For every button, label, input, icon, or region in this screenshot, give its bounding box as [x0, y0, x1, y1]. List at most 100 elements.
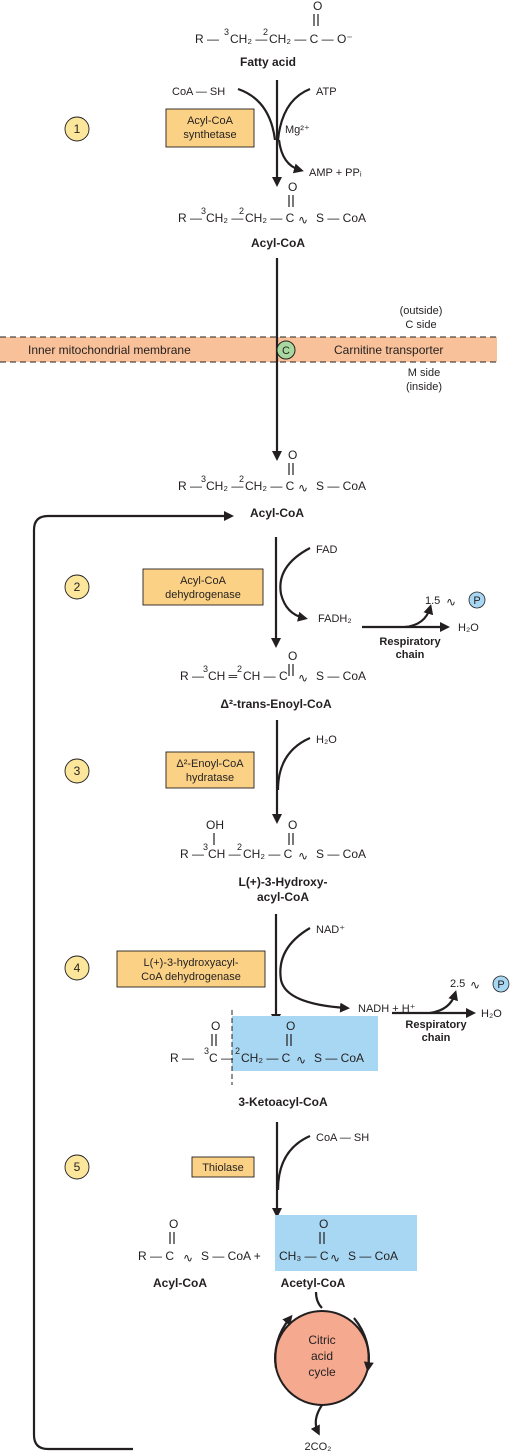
fad-curve-arrow — [279, 547, 311, 622]
svg-text:O: O — [288, 448, 297, 462]
svg-text:S — CoA: S — CoA — [314, 1051, 364, 1065]
svg-text:CH₂ —: CH₂ — — [206, 211, 243, 225]
acetyl-portion-highlight-1 — [232, 1016, 378, 1071]
step-3-badge — [64, 758, 90, 784]
final-acyl-coa-label: Acyl-CoA — [153, 1276, 207, 1290]
svg-text:CoA dehydrogenase: CoA dehydrogenase — [141, 971, 241, 983]
acyl-coa-formula-2: O R — 3 CH₂ — 2 CH₂ — C ∿ S — CoA — [178, 448, 366, 495]
svg-text:CH₂ — C — O⁻: CH₂ — C — O⁻ — [269, 32, 353, 46]
step-4-badge — [64, 955, 90, 981]
svg-text:OH: OH — [206, 818, 224, 832]
svg-text:S — CoA +: S — CoA + — [201, 1249, 261, 1263]
coash-curve — [237, 87, 277, 141]
h2o-input: H₂O — [316, 734, 337, 746]
svg-text:2: 2 — [235, 1046, 240, 1056]
svg-text:3: 3 — [201, 206, 206, 216]
step-2-badge — [64, 574, 90, 600]
svg-text:3: 3 — [203, 664, 208, 674]
nad-input: NAD⁺ — [316, 924, 345, 936]
cycle-arrow-left — [274, 1314, 293, 1369]
step-4-number: 4 — [74, 961, 81, 975]
svg-text:R —: R — — [180, 669, 204, 683]
svg-text:R —: R — — [170, 1051, 194, 1065]
svg-text:C: C — [282, 345, 290, 357]
svg-text:CH —: CH — — [208, 847, 241, 861]
carnitine-transporter-icon — [276, 340, 296, 360]
h2o-output-1: H₂O — [458, 622, 479, 634]
svg-text:S — CoA: S — CoA — [316, 669, 366, 683]
svg-text:O: O — [319, 1217, 328, 1231]
atp-input: ATP — [316, 86, 337, 98]
svg-text:O: O — [169, 1217, 178, 1231]
hydroxyacyl-coa-label-1: L(+)-3-Hydroxy- — [238, 875, 327, 889]
svg-text:Thiolase: Thiolase — [202, 1162, 244, 1174]
cycle-label-1: Citric — [308, 1333, 335, 1347]
svg-text:O: O — [286, 1019, 295, 1033]
acetyl-coa-label: Acetyl-CoA — [281, 1276, 346, 1290]
svg-text:Δ²-Enoyl-CoA: Δ²-Enoyl-CoA — [176, 758, 244, 770]
svg-text:R — C: R — C — [138, 1249, 174, 1263]
svg-text:2: 2 — [239, 206, 244, 216]
svg-text:S — CoA: S — CoA — [316, 479, 366, 493]
atp-yield-1: 1.5 — [425, 595, 440, 607]
step-2-number: 2 — [74, 580, 81, 594]
fatty-acid-label: Fatty acid — [240, 55, 296, 69]
amp-ppi-output: AMP + PPᵢ — [309, 167, 362, 179]
svg-text:R —: R — — [195, 32, 219, 46]
svg-text:2: 2 — [263, 27, 268, 37]
enzyme-box-enoyl-coa-hydratase — [165, 751, 255, 789]
resp-chain-2-label: Respiratory — [405, 1019, 467, 1031]
phosphate-icon-2 — [492, 975, 510, 993]
carbonyl-oxygen: O — [313, 0, 322, 13]
co2-output: 2CO₂ — [305, 1441, 332, 1453]
svg-text:O: O — [288, 180, 297, 194]
hydroxyacyl-coa-label-2: acyl-CoA — [257, 890, 309, 904]
svg-text:CH₂ — C: CH₂ — C — [245, 479, 295, 493]
phosphate-icon-1 — [468, 591, 486, 609]
svg-text:O: O — [211, 1019, 220, 1033]
inner-membrane-band — [0, 337, 497, 362]
svg-text:R —: R — — [178, 479, 202, 493]
final-acyl-coa-formula: O R — C ∿ S — CoA + — [138, 1217, 261, 1265]
svg-text:∿: ∿ — [446, 595, 456, 609]
svg-text:S — CoA: S — CoA — [316, 211, 366, 225]
svg-text:C —: C — — [209, 1051, 233, 1065]
step-5-number: 5 — [74, 1160, 81, 1174]
coash-input-1: CoA — SH — [172, 86, 225, 98]
acetyl-portion-highlight-2 — [275, 1215, 417, 1271]
atp-yield-2: 2.5 — [450, 978, 465, 990]
svg-text:hydratase: hydratase — [186, 772, 234, 784]
carnitine-transporter-label: Carnitine transporter — [334, 343, 443, 357]
svg-text:P: P — [497, 979, 504, 991]
svg-text:CH₂ — C: CH₂ — C — [243, 847, 293, 861]
svg-text:3: 3 — [201, 474, 206, 484]
svg-text:CH₂ —: CH₂ — — [230, 32, 267, 46]
atp-curve — [276, 87, 311, 141]
fatty-acid-formula: O R — 3 CH₂ — 2 CH₂ — C — O⁻ — [195, 0, 353, 46]
svg-text:CH₃ — C: CH₃ — C — [279, 1249, 329, 1263]
amp-arrow — [277, 139, 304, 174]
hydroxyacyl-coa-formula: OH O R — 3 CH — 2 CH₂ — C ∿ S — CoA — [180, 818, 366, 863]
membrane-label: Inner mitochondrial membrane — [28, 343, 191, 357]
svg-text:2: 2 — [237, 842, 242, 852]
enzyme-box-thiolase — [191, 1156, 255, 1178]
svg-text:Acyl-CoA: Acyl-CoA — [180, 575, 227, 587]
svg-text:∿: ∿ — [298, 481, 308, 495]
svg-text:∿: ∿ — [298, 671, 308, 685]
fad-input: FAD — [316, 544, 337, 556]
h2o-curve — [276, 736, 311, 791]
svg-text:O: O — [288, 649, 297, 663]
step-3-number: 3 — [74, 764, 81, 778]
svg-text:3: 3 — [224, 27, 229, 37]
nad-curve-arrow — [279, 927, 350, 1013]
enoyl-coa-formula: O R — 3 CH ═ 2 CH — C ∿ S — CoA — [180, 649, 366, 685]
svg-text:O: O — [288, 818, 297, 832]
svg-text:∿: ∿ — [183, 1251, 193, 1265]
svg-text:R —: R — — [180, 847, 204, 861]
svg-text:∿: ∿ — [298, 849, 308, 863]
svg-text:P: P — [473, 595, 480, 607]
svg-text:R —: R — — [178, 211, 202, 225]
svg-text:∿: ∿ — [298, 213, 308, 227]
enoyl-coa-label: Δ²-trans-Enoyl-CoA — [220, 697, 332, 711]
